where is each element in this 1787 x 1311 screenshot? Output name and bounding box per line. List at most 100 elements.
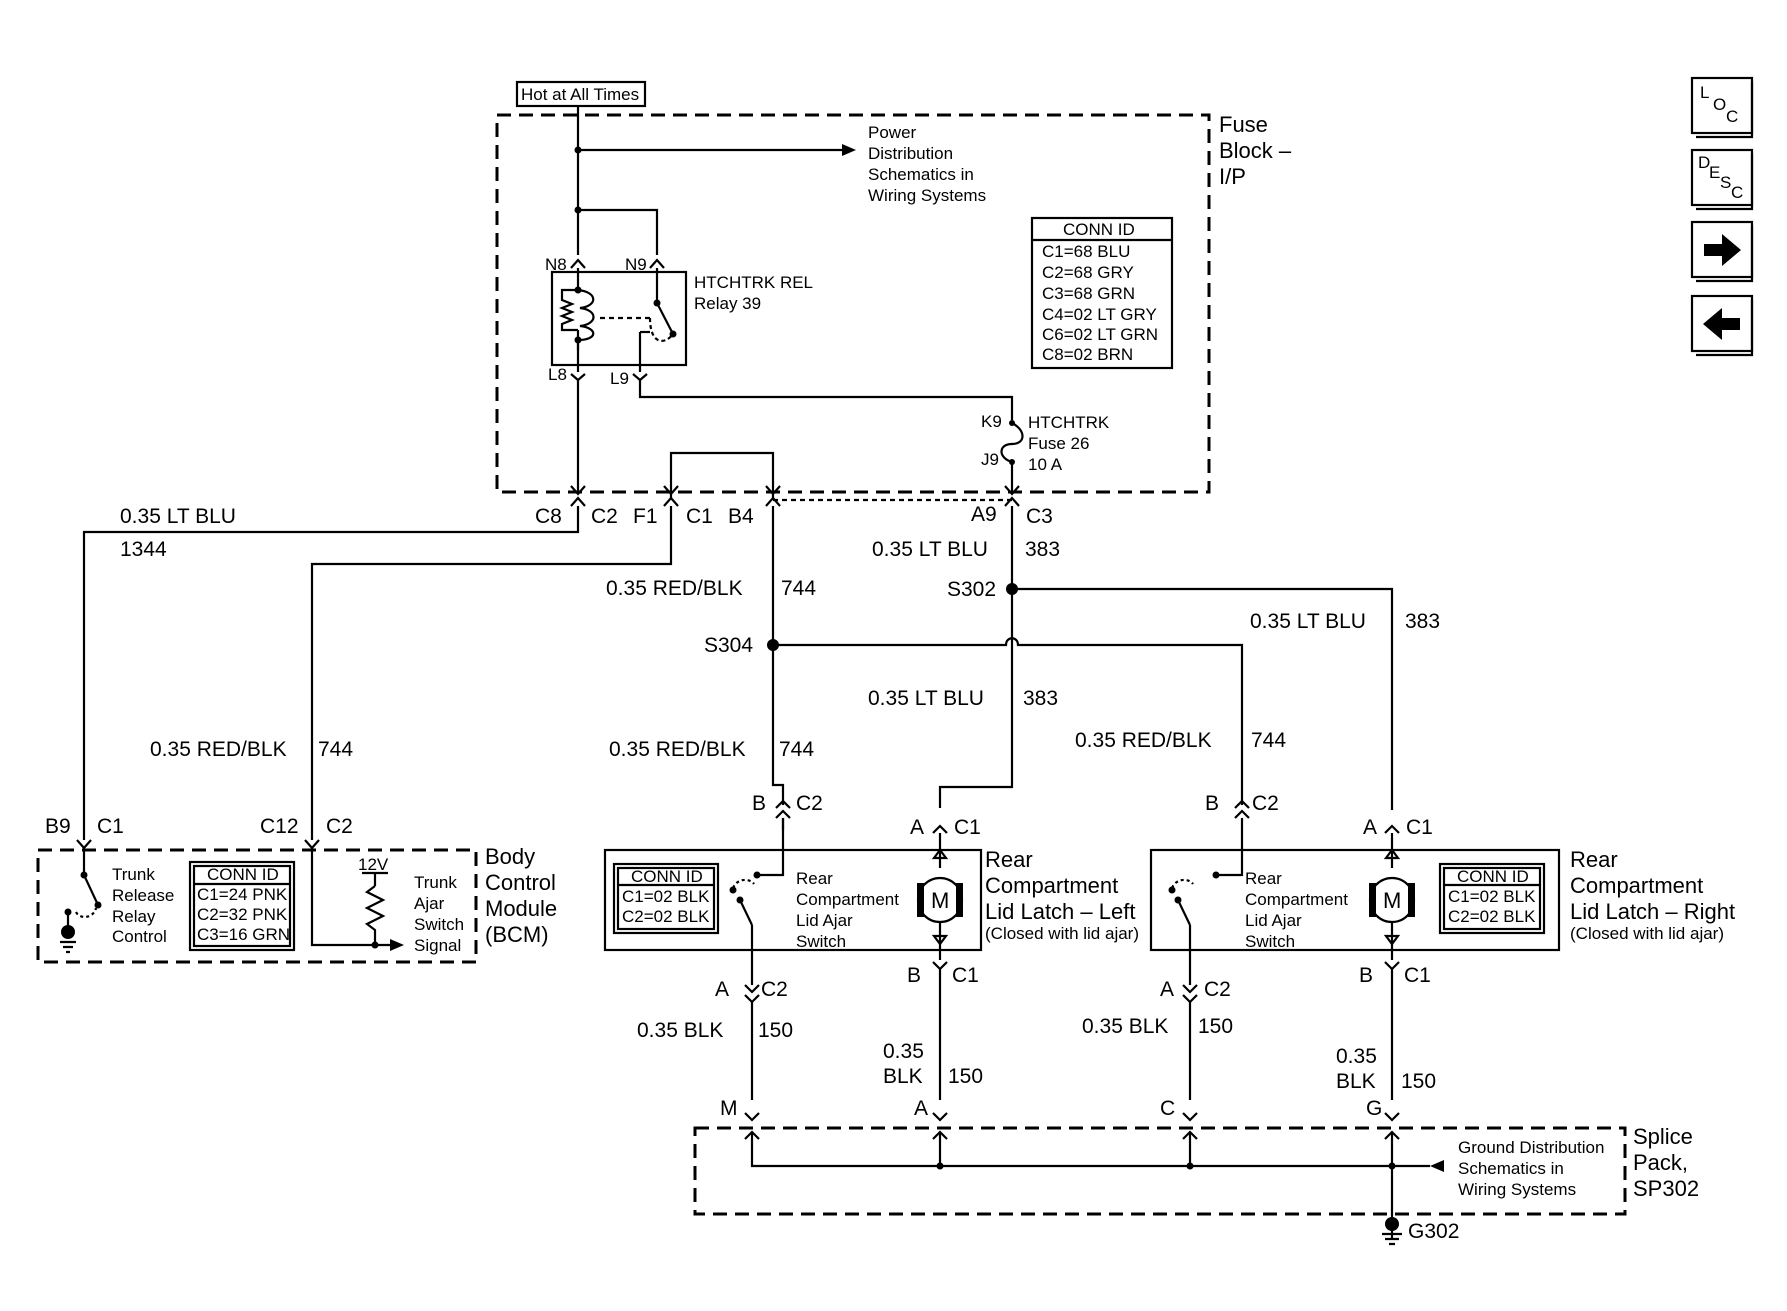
left-conn-row-1: C1=02 BLK xyxy=(622,887,710,906)
wire-ltblu-left: 0.35 LT BLU xyxy=(868,687,984,710)
bcm-boundary xyxy=(36,848,478,964)
ground-g302-label: G302 xyxy=(1408,1220,1459,1243)
bcm-ground-icon xyxy=(60,940,76,954)
term-b4: B4 xyxy=(728,505,754,528)
left-bot-pin-c2: C2 xyxy=(761,978,788,1001)
left-pin-c1: C1 xyxy=(954,816,981,839)
left-sw-line-2: Compartment xyxy=(796,890,899,909)
splice-pack-label-3: SP302 xyxy=(1633,1176,1699,1201)
splice-s304-label: S304 xyxy=(704,634,753,657)
right-sw-line-3: Lid Ajar xyxy=(1245,911,1302,930)
fuse-conn-id-table xyxy=(1030,216,1174,370)
bcm-12v-label: 12V xyxy=(358,855,389,874)
sp-pin-c: C xyxy=(1160,1097,1175,1120)
left-bot-pin-c1: C1 xyxy=(952,964,979,987)
sp-pin-a: A xyxy=(914,1097,928,1120)
right-ajar-switch-icon xyxy=(1177,899,1191,926)
left-bot-pin-b: B xyxy=(907,964,921,987)
left-sw-line-3: Lid Ajar xyxy=(796,911,853,930)
left-latch-box xyxy=(603,848,983,952)
bcm-label-1: Body xyxy=(485,844,535,869)
wire-blk-right-sw: 0.35 BLK xyxy=(1082,1015,1168,1038)
right-pin-c2: C2 xyxy=(1252,792,1279,815)
fuse-block-label: Fuse xyxy=(1219,112,1268,137)
desc-letter-d: D xyxy=(1698,153,1710,172)
circuit-744-bcm: 744 xyxy=(318,738,353,761)
bcm-pin-c1: C1 xyxy=(97,815,124,838)
left-bot-pin-a: A xyxy=(715,978,729,1001)
wire-035-left-motor: 0.35 xyxy=(883,1040,924,1063)
fuse-icon xyxy=(1000,422,1024,464)
wire-redblk-right: 0.35 RED/BLK xyxy=(1075,729,1212,752)
right-sw-line-2: Compartment xyxy=(1245,890,1348,909)
circuit-150-right-sw: 150 xyxy=(1198,1015,1233,1038)
wire-035-right-motor: 0.35 xyxy=(1336,1045,1377,1068)
left-latch-label-1: Rear xyxy=(985,847,1033,872)
power-dist-arrow xyxy=(842,144,856,156)
relay-number: Relay 39 xyxy=(694,294,761,313)
term-c1: C1 xyxy=(686,505,713,528)
bcm-switch-line-3: Switch xyxy=(414,915,464,934)
wire-redblk-b4: 0.35 RED/BLK xyxy=(606,577,743,600)
term-c8: C8 xyxy=(535,505,562,528)
right-bot-pin-b: B xyxy=(1359,964,1373,987)
left-pin-b: B xyxy=(752,792,766,815)
ground-dist-line-2: Schematics in xyxy=(1458,1159,1564,1178)
next-button[interactable] xyxy=(1690,220,1754,283)
fuse-conn-row-6: C8=02 BRN xyxy=(1042,345,1133,364)
bcm-label-3: Module xyxy=(485,896,557,921)
fuse-conn-row-1: C1=68 BLU xyxy=(1042,242,1130,261)
bcm-relay-line-4: Control xyxy=(112,927,167,946)
relay-pin-n8: N8 xyxy=(545,255,567,274)
loc-button[interactable]: L O C xyxy=(1690,76,1754,139)
circuit-744-right: 744 xyxy=(1251,729,1286,752)
left-ajar-switch-icon xyxy=(739,899,753,926)
bcm-conn-id-table xyxy=(188,860,296,952)
left-latch-label-3: Lid Latch – Left xyxy=(985,899,1135,924)
relay-box xyxy=(550,270,688,367)
wire-ltblu-1344: 0.35 LT BLU xyxy=(120,505,236,528)
left-sw-line-4: Switch xyxy=(796,932,846,951)
loc-letter-l: L xyxy=(1700,83,1709,102)
bcm-relay-line-2: Release xyxy=(112,886,174,905)
bcm-label-2: Control xyxy=(485,870,556,895)
splice-pack-label-2: Pack, xyxy=(1633,1150,1688,1175)
sp-pin-m: M xyxy=(720,1097,738,1120)
relay-pin-n9: N9 xyxy=(625,255,647,274)
desc-letter-e: E xyxy=(1709,163,1720,182)
circuit-150-left-motor: 150 xyxy=(948,1065,983,1088)
bcm-switch-line-1: Trunk xyxy=(414,873,457,892)
pullup-resistor-icon xyxy=(364,885,386,945)
bcm-conn-row-1: C1=24 PNK xyxy=(197,885,288,904)
term-a9: A9 xyxy=(971,503,997,526)
right-bot-pin-a: A xyxy=(1160,978,1174,1001)
bcm-pin-c12: C12 xyxy=(260,815,299,838)
desc-letter-c: C xyxy=(1731,183,1743,202)
bcm-label-4: (BCM) xyxy=(485,922,549,947)
ground-dist-line-1: Ground Distribution xyxy=(1458,1138,1604,1157)
bcm-switch-line-2: Ajar xyxy=(414,894,445,913)
right-pin-b: B xyxy=(1205,792,1219,815)
right-conn-row-2: C2=02 BLK xyxy=(1448,907,1536,926)
circuit-383-c3: 383 xyxy=(1025,538,1060,561)
right-bot-pin-c2: C2 xyxy=(1204,978,1231,1001)
left-latch-label-2: Compartment xyxy=(985,873,1118,898)
desc-button[interactable]: D E S C xyxy=(1690,148,1754,211)
right-latch-label-1: Rear xyxy=(1570,847,1618,872)
relay-pin-l8: L8 xyxy=(548,365,567,384)
wire-blk-left-sw: 0.35 BLK xyxy=(637,1019,723,1042)
right-conn-row-1: C1=02 BLK xyxy=(1448,887,1536,906)
circuit-744-b4: 744 xyxy=(781,577,816,600)
bcm-relay-switch-icon xyxy=(83,874,99,906)
right-sw-line-1: Rear xyxy=(1245,869,1282,888)
fuse-block-label-3: I/P xyxy=(1219,164,1246,189)
left-pin-a: A xyxy=(910,816,924,839)
left-pin-c2: C2 xyxy=(796,792,823,815)
circuit-150-left-sw: 150 xyxy=(758,1019,793,1042)
fuse-block-label-2: Block – xyxy=(1219,138,1292,163)
prev-button[interactable] xyxy=(1690,294,1754,357)
loc-letter-c: C xyxy=(1726,107,1738,126)
wire-ltblu-right: 0.35 LT BLU xyxy=(1250,610,1366,633)
fuse-name: HTCHTRK xyxy=(1028,413,1110,432)
